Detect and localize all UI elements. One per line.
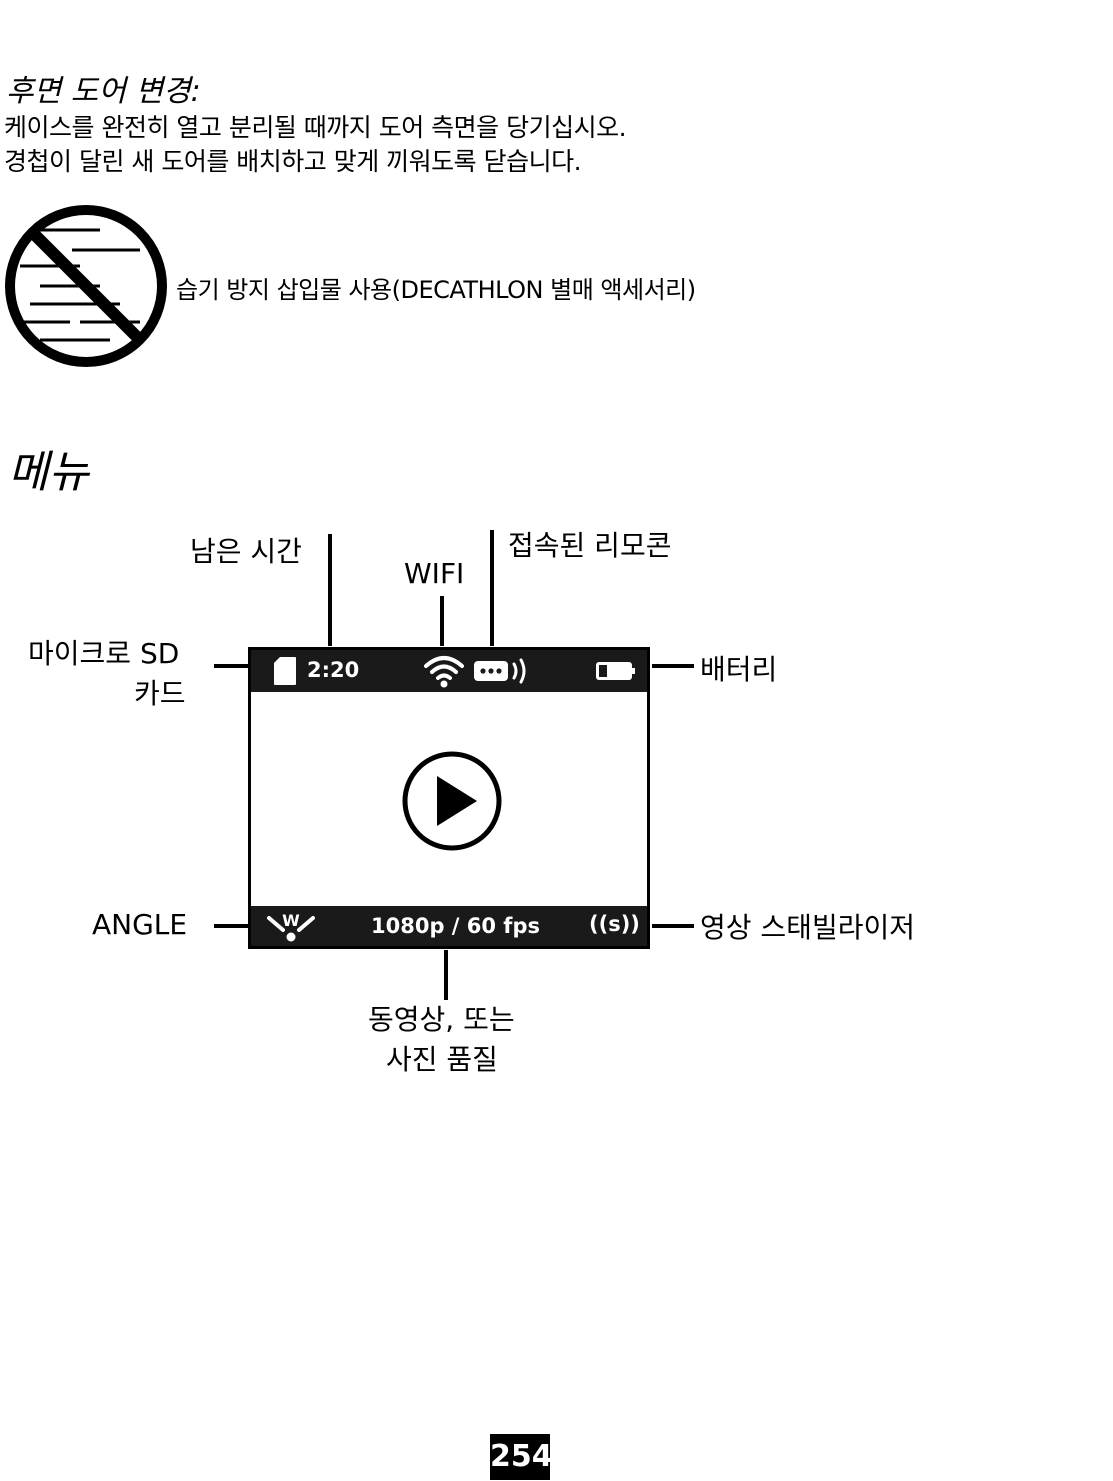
screen-time-remaining: 2:20 bbox=[307, 658, 359, 682]
label-connected-remote: 접속된 리모콘 bbox=[508, 524, 671, 564]
label-microsd-line-2: 카드 bbox=[134, 672, 186, 712]
door-instruction-line-1: 케이스를 완전히 열고 분리될 때까지 도어 측면을 당기십시오. bbox=[4, 108, 626, 144]
leader-line-time bbox=[328, 534, 332, 646]
label-battery: 배터리 bbox=[700, 648, 777, 688]
leader-line-stabilizer bbox=[652, 924, 694, 928]
sd-card-icon bbox=[273, 656, 297, 686]
label-quality-line-2: 사진 품질 bbox=[386, 1038, 498, 1078]
screen-quality-setting: 1080p / 60 fps bbox=[371, 914, 540, 938]
menu-section-title: 메뉴 bbox=[8, 436, 89, 500]
label-angle: ANGLE bbox=[92, 908, 187, 941]
label-time-remaining: 남은 시간 bbox=[190, 530, 302, 570]
remote-icon bbox=[473, 658, 533, 684]
label-microsd-line-1: 마이크로 SD bbox=[28, 632, 179, 672]
screen-settings-bar: W 1080p / 60 fps ((s)) bbox=[251, 906, 647, 946]
no-anti-fog-insert-icon bbox=[0, 200, 172, 372]
play-icon bbox=[401, 750, 503, 852]
label-quality-line-1: 동영상, 또는 bbox=[368, 998, 515, 1038]
leader-line-microsd bbox=[214, 664, 248, 668]
angle-letter: W bbox=[282, 911, 300, 930]
label-video-stabilizer: 영상 스태빌라이저 bbox=[700, 906, 915, 946]
door-section-title: 후면 도어 변경: bbox=[6, 66, 201, 110]
label-wifi: WIFI bbox=[404, 557, 464, 590]
battery-icon bbox=[595, 660, 635, 682]
screen-status-bar: 2:20 bbox=[251, 650, 647, 692]
wifi-icon bbox=[423, 654, 465, 688]
leader-line-wifi bbox=[440, 596, 444, 646]
screen-stabilizer-indicator: ((s)) bbox=[589, 912, 640, 936]
leader-line-battery bbox=[652, 664, 694, 668]
leader-line-remote bbox=[490, 530, 494, 646]
leader-line-angle bbox=[214, 924, 248, 928]
angle-icon: W bbox=[265, 908, 317, 944]
leader-line-quality bbox=[444, 950, 448, 1000]
camera-screen: 2:20 bbox=[248, 647, 650, 949]
anti-fog-insert-note: 습기 방지 삽입물 사용(DECATHLON 별매 액세서리) bbox=[176, 270, 696, 305]
door-instruction-line-2: 경첩이 달린 새 도어를 배치하고 맞게 끼워도록 닫습니다. bbox=[4, 142, 581, 178]
page-number: 254 bbox=[490, 1434, 550, 1480]
